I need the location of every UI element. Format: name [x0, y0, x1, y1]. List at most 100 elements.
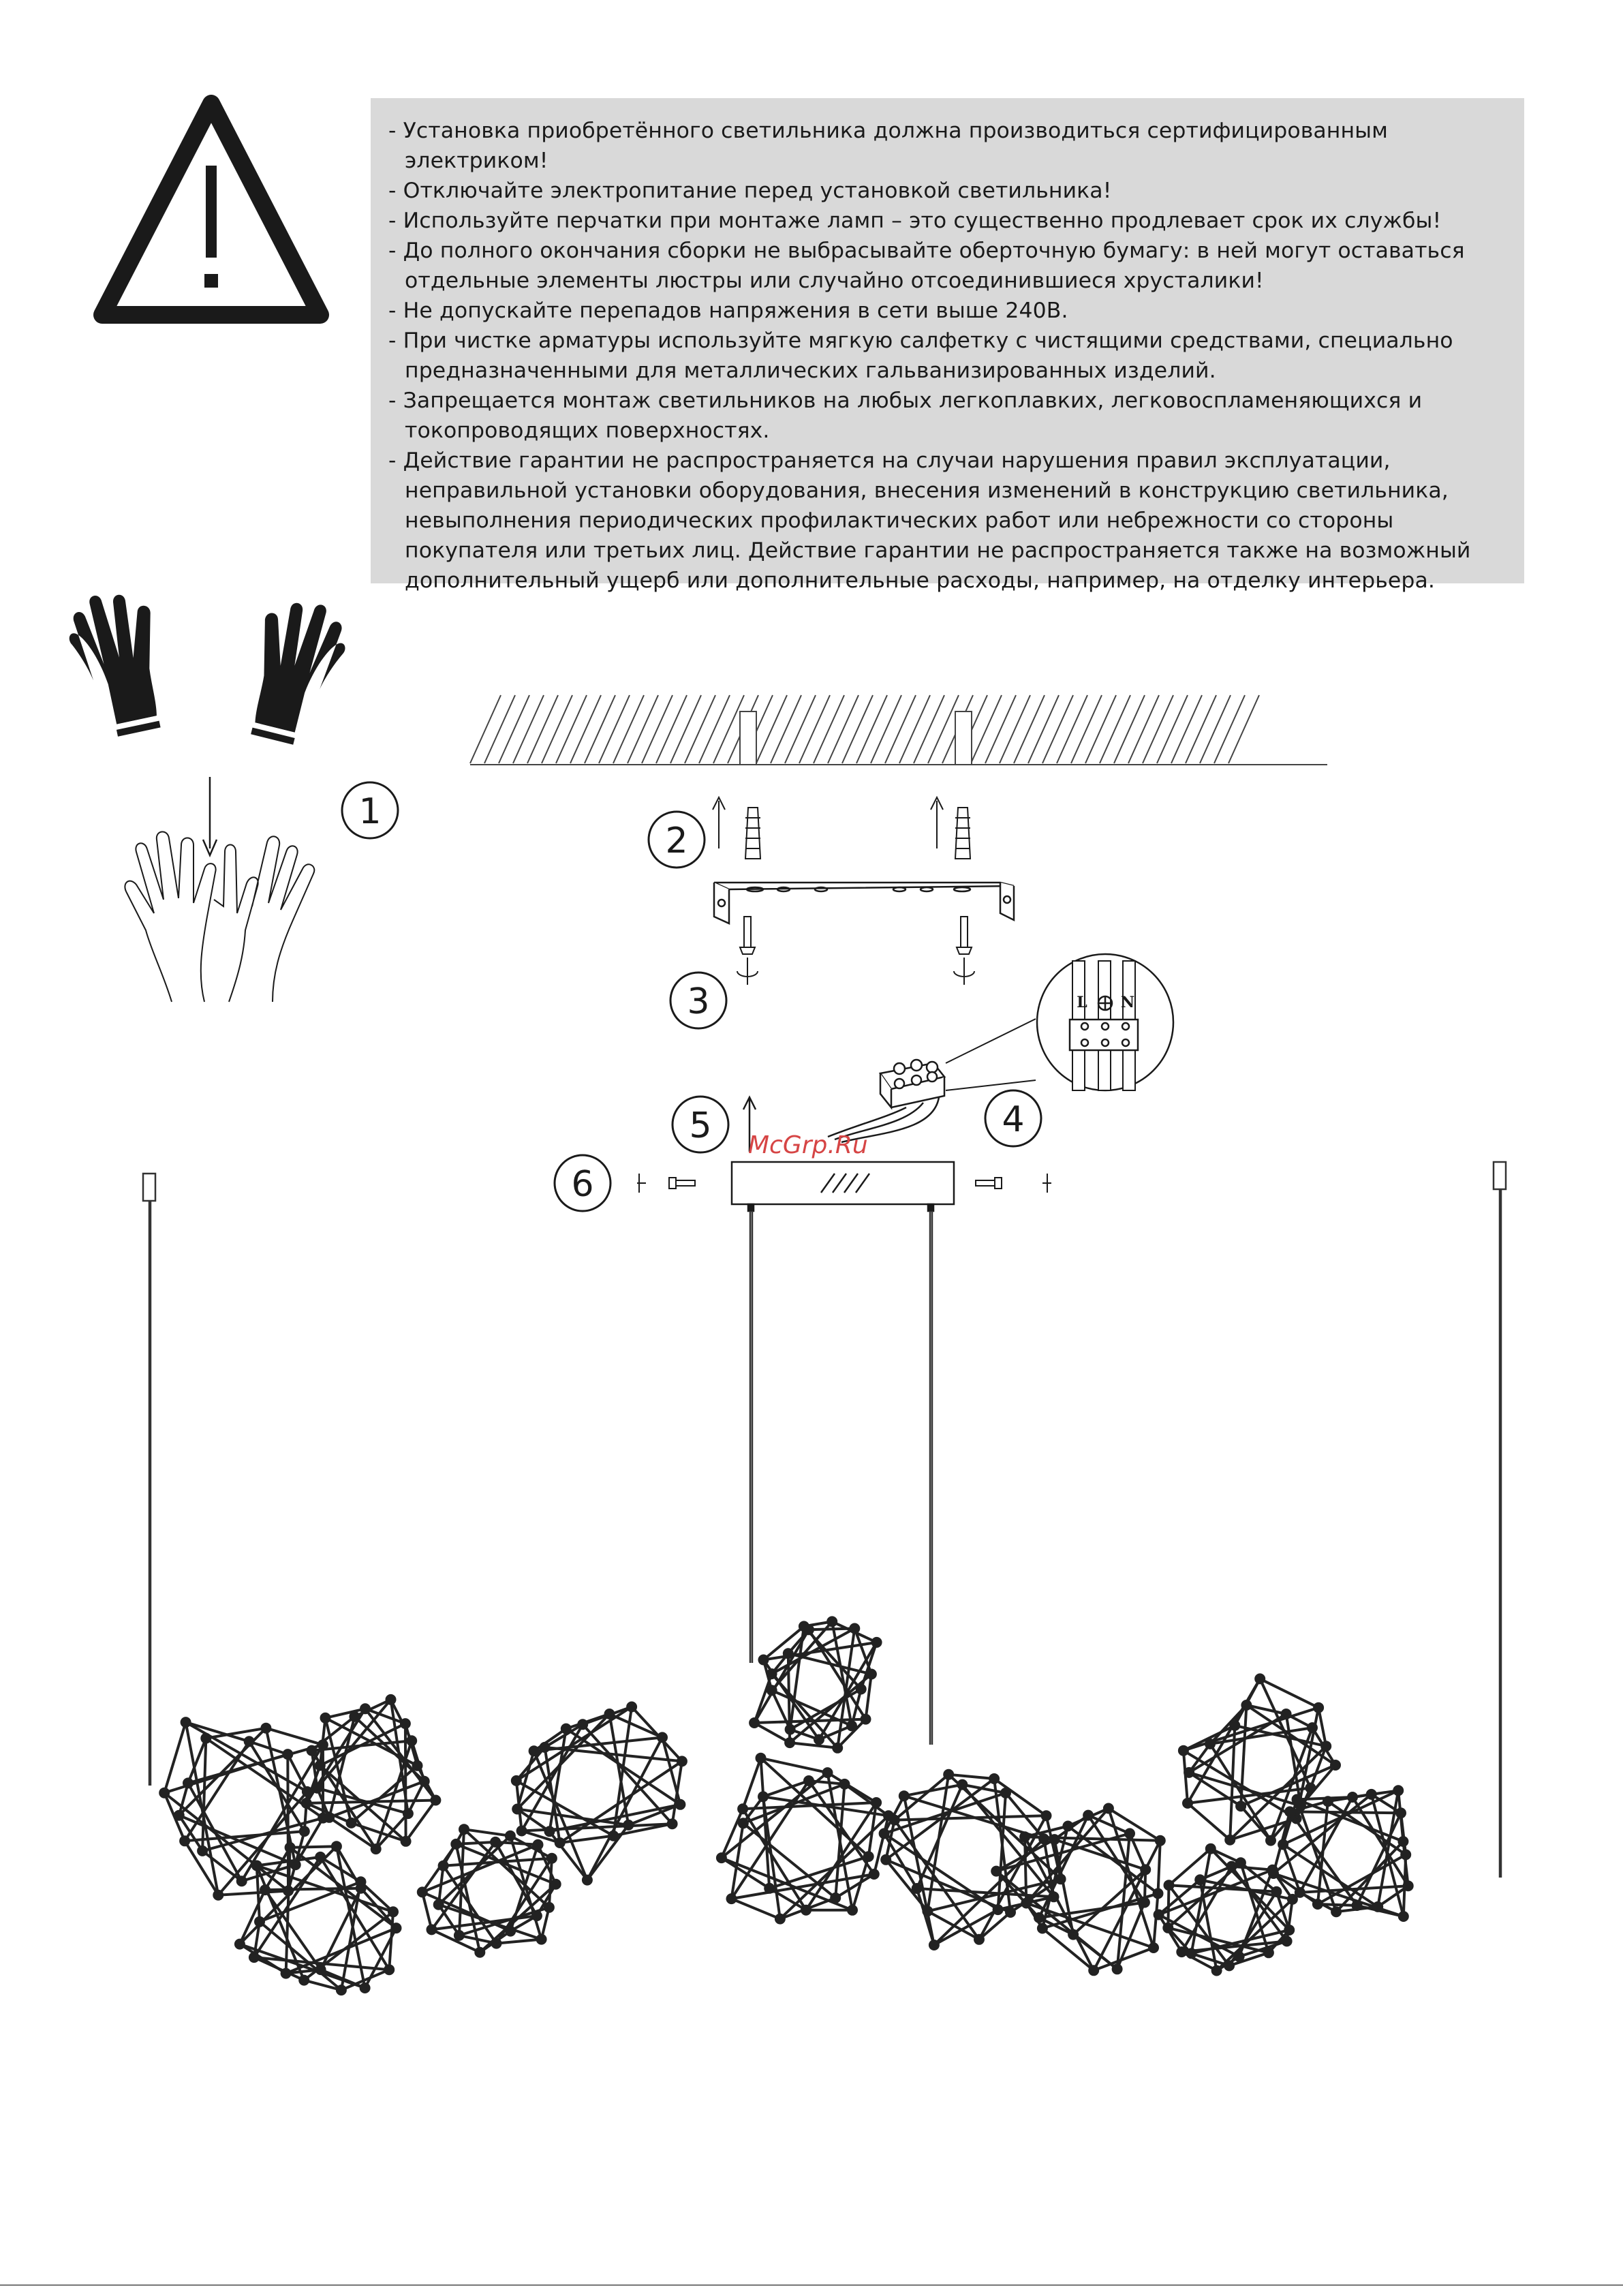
wireframe-node — [782, 1648, 794, 1659]
wireframe-node — [758, 1654, 769, 1666]
wireframe-node — [676, 1756, 687, 1767]
wireframe-strut — [961, 1784, 1055, 1898]
warning-item: - До полного окончания сборки не выбрасы… — [388, 239, 1465, 293]
wireframe-node — [388, 1906, 399, 1918]
wireframe-strut — [1025, 1835, 1160, 1842]
wireframe-strut — [264, 1728, 297, 1865]
wireframe-strut — [720, 1771, 829, 1859]
wireframe-strut — [730, 1822, 745, 1899]
wireframe-strut — [1156, 1840, 1162, 1894]
wireframe-node — [865, 1668, 877, 1680]
wireframe-node — [330, 1841, 342, 1852]
wireframe-strut — [1316, 1853, 1407, 1905]
wireframe-strut — [258, 1920, 343, 1991]
wireframe-node — [764, 1882, 775, 1894]
page-bottom-rule — [0, 2284, 1623, 2286]
wireframe-strut — [463, 1828, 551, 1909]
wireframe-node — [957, 1779, 968, 1790]
hatch-line — [1156, 694, 1188, 764]
wireframe-node — [758, 1791, 769, 1803]
wireframe-strut — [893, 1819, 980, 1940]
warning-item: - Установка приобретённого светильника д… — [388, 119, 1389, 173]
wireframe-strut — [916, 1887, 1054, 1899]
wireframe-strut — [1228, 1745, 1327, 1841]
wireframe-node — [922, 1905, 933, 1917]
wireframe-strut — [1182, 1749, 1297, 1820]
wireframe-strut — [1188, 1771, 1242, 1807]
wireframe-strut — [183, 1741, 251, 1842]
wireframe-strut — [884, 1820, 896, 1861]
wireframe-strut — [762, 1779, 809, 1798]
wireframe-strut — [1181, 1940, 1287, 1954]
svg-text:6: 6 — [571, 1164, 593, 1205]
wireframe-strut — [532, 1750, 589, 1881]
wireframe-node — [315, 1851, 326, 1863]
wireframe-strut — [1158, 1913, 1240, 1958]
wireframe-node — [282, 1749, 294, 1760]
wireframe-node — [1294, 1886, 1305, 1898]
wireframe-node — [737, 1818, 749, 1829]
wireframe-node — [1347, 1792, 1358, 1803]
wireframe-strut — [1072, 1868, 1147, 1936]
wireframe-node — [1040, 1810, 1052, 1822]
wireframe-node — [1320, 1741, 1332, 1752]
wireframe-strut — [1115, 1833, 1131, 1970]
wireframe-strut — [754, 1721, 791, 1744]
wireframe-node — [311, 1782, 323, 1794]
wireframe-node — [320, 1712, 331, 1724]
wireframe-strut — [903, 1783, 963, 1798]
wireframe-node — [657, 1732, 668, 1743]
wireframe-node — [234, 1938, 245, 1950]
wireframe-node — [1162, 1922, 1174, 1933]
wireframe-strut — [431, 1928, 481, 1954]
wireframe-strut — [1228, 1951, 1269, 1968]
wireframe-strut — [741, 1808, 807, 1911]
wireframe-strut — [1284, 1713, 1302, 1807]
wireframe-node — [715, 1852, 727, 1864]
wireframe-strut — [516, 1807, 551, 1833]
wireframe-strut — [586, 1824, 630, 1881]
wireframe-node — [1365, 1788, 1377, 1800]
wireframe-node — [490, 1836, 501, 1848]
wireframe-strut — [403, 1724, 407, 1841]
wireframe-node — [173, 1809, 185, 1821]
wireframe-strut — [310, 1750, 319, 1788]
hatch-line — [770, 694, 802, 764]
wireframe-strut — [407, 1780, 426, 1814]
wireframe-strut — [1024, 1824, 1068, 1839]
wireframe-strut — [927, 1878, 1062, 1913]
wireframe-strut — [187, 1782, 243, 1882]
wireframe-strut — [903, 1794, 1045, 1841]
wireframe-strut — [1209, 1847, 1241, 1865]
wireframe-strut — [1128, 1833, 1147, 1871]
wireframe-strut — [317, 1786, 409, 1816]
hatch-line — [841, 694, 874, 764]
wireframe-strut — [763, 1640, 877, 1662]
wireframe-strut — [319, 1764, 407, 1843]
wireframe-strut — [1053, 1838, 1146, 1871]
warning-triangle-icon — [93, 95, 329, 324]
hatch-line — [598, 694, 630, 764]
wireframe-strut — [456, 1840, 496, 1846]
wireframe-node — [1177, 1745, 1189, 1756]
wireframe-node — [1280, 1709, 1292, 1719]
hatch-line — [541, 694, 573, 764]
wireframe-strut — [437, 1903, 461, 1937]
wireframe-node — [784, 1724, 796, 1735]
wireframe-node — [1313, 1702, 1325, 1713]
wireframe-node — [766, 1685, 777, 1696]
wireframe-node — [1049, 1834, 1060, 1846]
wireframe-strut — [1271, 1869, 1294, 1901]
hatch-line — [799, 694, 831, 764]
wireframe-strut — [187, 1743, 324, 1785]
wireframe-node — [385, 1694, 397, 1705]
wireframe-node — [532, 1839, 544, 1850]
wireframe-strut — [1317, 1707, 1328, 1747]
wireframe-node — [406, 1735, 418, 1747]
wireframe-strut — [325, 1707, 366, 1719]
wireframe-strut — [1296, 1798, 1404, 1843]
wireframe-strut — [1272, 1793, 1372, 1875]
wireframe-node — [1235, 1801, 1247, 1812]
wireframe-strut — [581, 1723, 674, 1825]
hatch-line — [1214, 694, 1246, 764]
